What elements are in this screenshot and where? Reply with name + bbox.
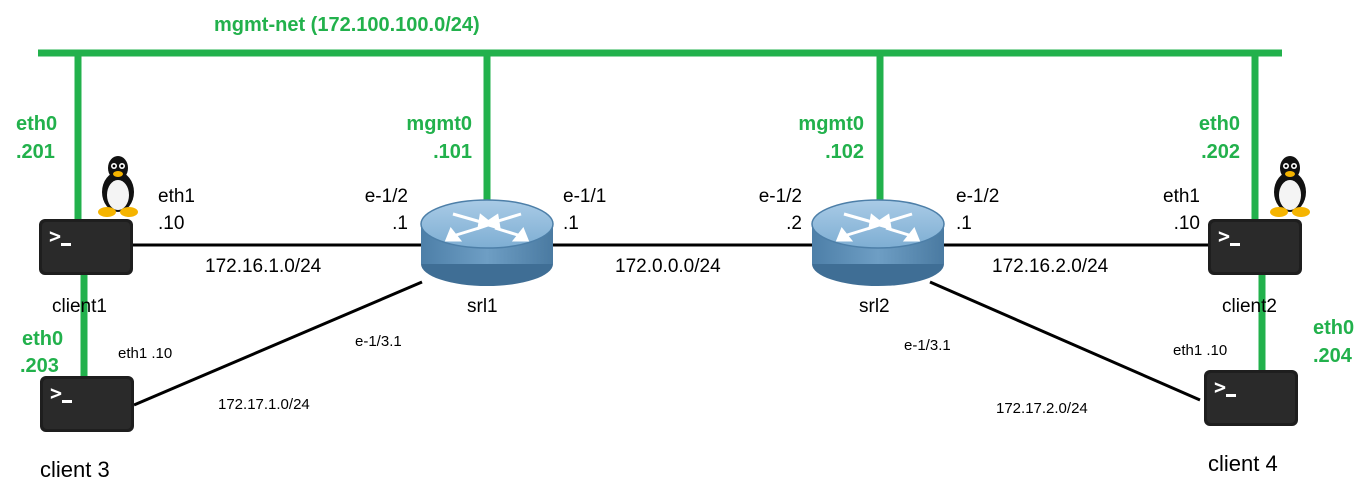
client4-data-label: eth1 .10 (1173, 342, 1228, 359)
srl2-ip-left: .2 (786, 213, 802, 234)
srl1-mgmt-ip: .101 (433, 141, 472, 163)
srl1-if-left: e-1/2 (364, 186, 408, 207)
client1-mgmt-if: eth0 (16, 113, 58, 135)
terminal-icon-client2[interactable] (1208, 219, 1302, 275)
client3-name: client 3 (40, 457, 110, 482)
tux-icon-client1 (98, 156, 138, 217)
subnet-client3-srl1: 172.17.1.0/24 (218, 396, 310, 413)
client2-mgmt-ip: .202 (1201, 141, 1240, 163)
subnet-srl2-client2: 172.16.2.0/24 (992, 256, 1109, 277)
client3-mgmt-if: eth0 (22, 328, 64, 350)
router-icon-srl1[interactable] (419, 198, 555, 288)
srl2-mgmt-if: mgmt0 (798, 113, 864, 135)
srl2-if-right: e-1/2 (956, 186, 1000, 207)
srl2-if-left: e-1/2 (758, 186, 802, 207)
terminal-icon-client3[interactable] (40, 376, 134, 432)
client4-mgmt-ip: .204 (1313, 345, 1352, 367)
client2-name: client2 (1222, 296, 1277, 317)
srl1-mgmt-if: mgmt0 (406, 113, 472, 135)
srl2-name: srl2 (859, 296, 890, 317)
mgmt-net-title: mgmt-net (172.100.100.0/24) (214, 14, 480, 36)
srl1-name: srl1 (467, 296, 498, 317)
srl2-mgmt-ip: .102 (825, 141, 864, 163)
terminal-icon-client1[interactable] (39, 219, 133, 275)
client1-data-ip: .10 (158, 213, 185, 234)
router-icon-srl2[interactable] (810, 198, 946, 288)
client1-name: client1 (52, 296, 107, 317)
srl1-ip-right: .1 (563, 213, 579, 234)
srl2-if-sub: e-1/3.1 (904, 337, 951, 354)
client2-mgmt-if: eth0 (1198, 113, 1240, 135)
client1-data-if: eth1 (158, 186, 195, 207)
srl2-ip-right: .1 (956, 213, 972, 234)
client4-name: client 4 (1208, 451, 1278, 476)
srl1-ip-left: .1 (392, 213, 408, 234)
client2-data-ip: .10 (1173, 213, 1200, 234)
terminal-icon-client4[interactable] (1204, 370, 1298, 426)
client3-data-label: eth1 .10 (118, 345, 173, 362)
client3-mgmt-ip: .203 (20, 355, 59, 377)
subnet-srl2-client4: 172.17.2.0/24 (996, 400, 1088, 417)
srl1-if-sub: e-1/3.1 (355, 333, 402, 350)
client2-data-if: eth1 (1163, 186, 1200, 207)
srl1-if-right: e-1/1 (563, 186, 607, 207)
client1-mgmt-ip: .201 (16, 141, 55, 163)
link-srl2-client4 (929, 280, 1201, 402)
tux-icon-client2 (1270, 156, 1310, 217)
client4-mgmt-if: eth0 (1313, 317, 1355, 339)
subnet-srl1-srl2: 172.0.0.0/24 (615, 256, 721, 277)
subnet-client1-srl1: 172.16.1.0/24 (205, 256, 322, 277)
link-client3-srl1 (133, 280, 423, 407)
